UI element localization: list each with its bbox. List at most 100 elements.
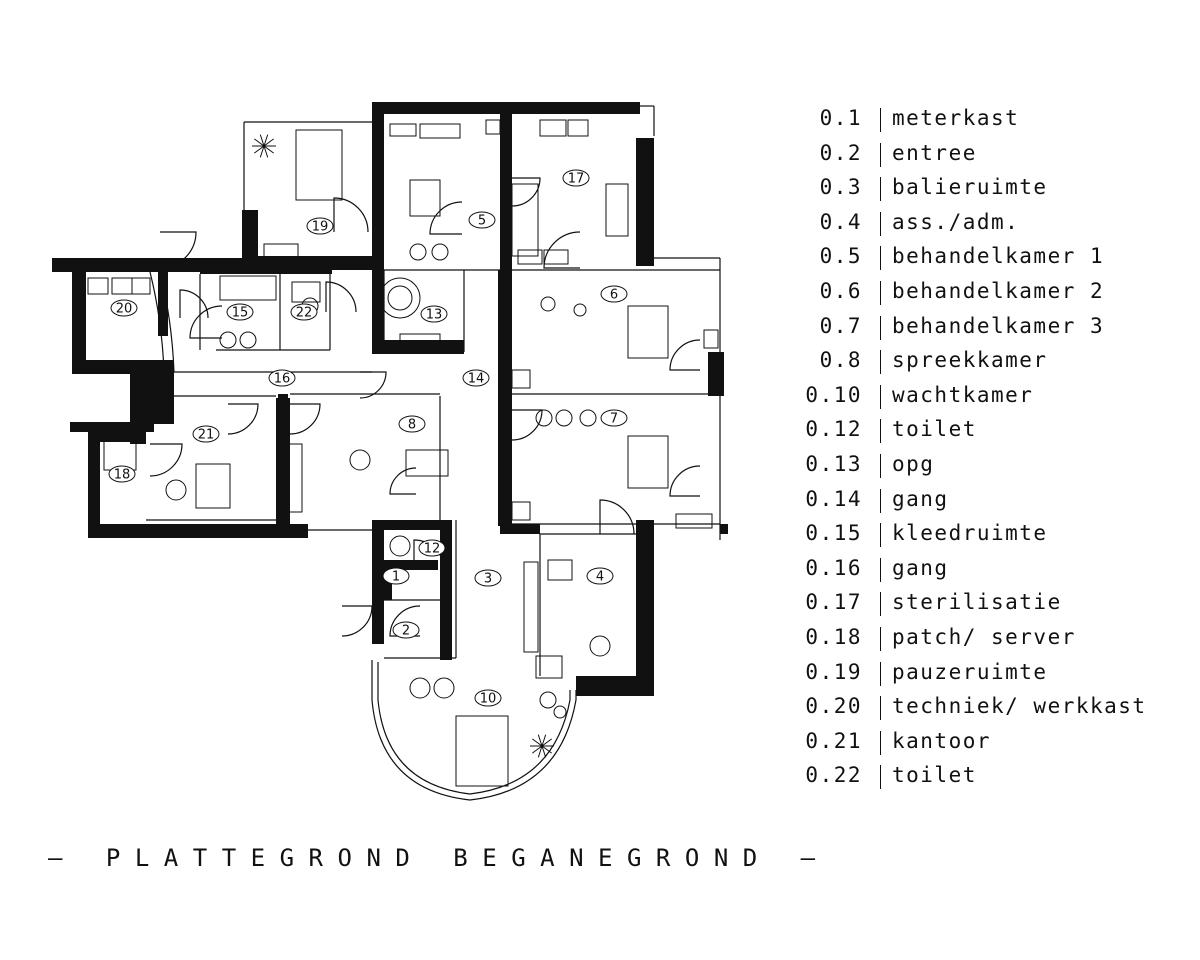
furniture-item	[239, 331, 257, 349]
legend-room-name: spreekkamer	[892, 348, 1048, 373]
plant-icon	[530, 734, 554, 758]
room-number-badge	[600, 409, 628, 427]
legend-divider	[880, 177, 881, 202]
legend-room-number: 0.19	[805, 659, 862, 684]
legend-room-name: entree	[892, 140, 977, 165]
legend-room-name: ass./adm.	[892, 209, 1020, 234]
room-number: 5	[478, 214, 486, 229]
room-number: 20	[116, 302, 133, 317]
furniture-item	[291, 281, 321, 303]
legend-room-name: toilet	[892, 417, 977, 442]
room-number: 13	[426, 308, 443, 323]
legend-room-number: 0.8	[819, 348, 862, 373]
door-swing	[159, 231, 197, 269]
door-swing	[389, 605, 421, 637]
legend-room-name: kantoor	[892, 728, 992, 753]
legend-room-number: 0.15	[805, 521, 862, 546]
room-number-badge	[192, 425, 220, 443]
door-swing	[341, 605, 373, 637]
wall	[372, 520, 452, 530]
plant-icon	[252, 134, 276, 158]
legend-room-name: patch/ server	[892, 624, 1076, 649]
curved-wall-inner	[149, 271, 165, 373]
furniture-item	[485, 119, 501, 135]
room-number: 1	[392, 570, 400, 585]
walls	[52, 102, 728, 696]
room-number-badge	[382, 567, 410, 585]
door-swing	[599, 499, 635, 535]
room-number: 6	[610, 288, 618, 303]
legend-room-number: 0.12	[805, 417, 862, 442]
legend-room-name: toilet	[892, 763, 977, 788]
room-number: 10	[480, 692, 497, 707]
room-number: 19	[312, 220, 329, 235]
furniture-item	[103, 439, 137, 471]
legend-row: 0.4 ass./adm.	[800, 206, 1180, 241]
room-number-badge	[468, 211, 496, 229]
furniture-item	[399, 333, 441, 347]
wall	[636, 520, 654, 696]
door-swing	[429, 201, 463, 235]
furniture-item	[389, 123, 417, 137]
legend-divider	[880, 384, 881, 409]
room-number: 22	[296, 306, 313, 321]
room-number: 4	[596, 570, 604, 585]
legend-divider	[880, 661, 881, 686]
furniture-item	[433, 677, 455, 699]
room-number: 8	[408, 418, 416, 433]
door-swing	[511, 177, 541, 207]
legend-room-number: 0.18	[805, 624, 862, 649]
room-number-badge	[110, 299, 138, 317]
furniture-item	[703, 329, 719, 349]
legend-room-name: sterilisatie	[892, 590, 1062, 615]
furniture	[87, 119, 719, 787]
furniture-item	[195, 463, 231, 509]
furniture-item	[111, 277, 133, 295]
furniture-item	[567, 119, 589, 137]
curved-wall	[159, 271, 175, 373]
legend-divider	[880, 626, 881, 651]
legend-divider	[880, 280, 881, 305]
door-swing	[511, 409, 543, 441]
furniture-item	[605, 183, 629, 237]
legend-row: 0.17 sterilisatie	[800, 586, 1180, 621]
legend-row: 0.18 patch/ server	[800, 621, 1180, 656]
legend-divider	[880, 142, 881, 167]
waiting-room-arc-inner	[377, 662, 571, 795]
legend-divider	[880, 453, 881, 478]
furniture-item	[535, 655, 563, 679]
furniture-item	[511, 501, 531, 521]
legend-divider	[880, 592, 881, 617]
legend-room-number: 0.6	[819, 278, 862, 303]
legend-room-number: 0.4	[819, 209, 862, 234]
door-swing	[227, 403, 259, 435]
room-number-badge	[418, 539, 446, 557]
furniture-item	[627, 305, 669, 359]
legend-room-number: 0.17	[805, 590, 862, 615]
legend-divider	[880, 765, 881, 790]
room-number-badge	[474, 569, 502, 587]
legend-room-number: 0.20	[805, 694, 862, 719]
furniture-item	[219, 275, 277, 301]
legend-divider	[880, 108, 881, 132]
legend-divider	[880, 730, 881, 755]
legend-divider	[880, 419, 881, 444]
wall	[372, 102, 502, 114]
wall	[88, 432, 144, 442]
furniture-item	[419, 123, 461, 139]
room-number-badge	[420, 305, 448, 323]
room-number-badge	[306, 217, 334, 235]
furniture-item	[511, 183, 539, 257]
